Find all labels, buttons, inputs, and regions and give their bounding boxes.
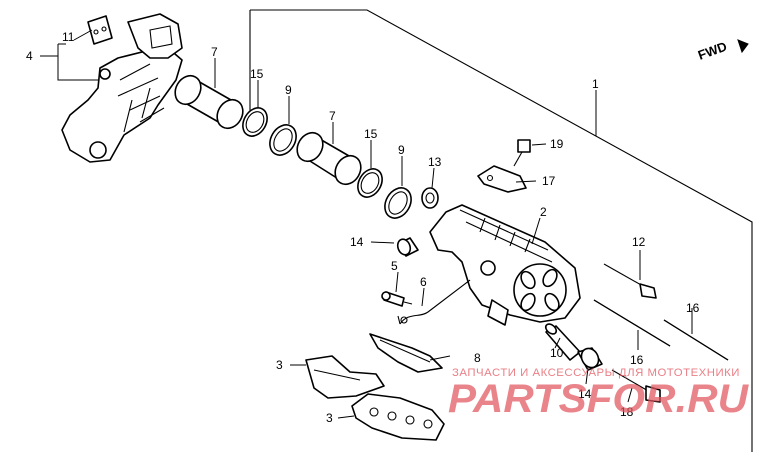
leader-lines — [40, 29, 693, 419]
callout-16-right: 16 — [686, 301, 700, 315]
piston-lower — [296, 131, 362, 186]
fwd-arrow-icon — [737, 39, 749, 54]
bolt-19 — [513, 139, 531, 167]
callout-14-lower: 14 — [578, 387, 592, 401]
piston-seal-upper — [242, 107, 268, 137]
caliper-piston-bore-face — [513, 263, 567, 317]
callout-labels: 4 11 7 15 9 7 15 9 13 1 19 17 2 14 5 6 1… — [26, 30, 700, 425]
piston-upper — [174, 74, 244, 130]
pad-spring-17 — [477, 165, 527, 193]
callout-1: 1 — [592, 77, 599, 91]
pin-boot-upper — [396, 237, 419, 257]
pad-pin-16-a — [593, 299, 671, 347]
watermark-brand: PARTSFOR.RU — [448, 377, 749, 421]
pad-shim — [369, 333, 443, 373]
callout-15-lower: 15 — [364, 127, 378, 141]
caliper-body — [429, 204, 581, 326]
bleeder-valve — [381, 291, 413, 307]
bleeder-cap — [421, 187, 439, 209]
piston-seal-lower — [357, 168, 383, 198]
brake-pad-upper — [305, 355, 385, 399]
callout-9-lower: 9 — [398, 143, 405, 157]
callout-12: 12 — [632, 235, 646, 249]
callout-5: 5 — [391, 259, 398, 273]
dust-seal-lower — [384, 187, 412, 219]
pad-pin-16-b — [663, 319, 729, 361]
fwd-direction-marker: FWD — [696, 39, 749, 63]
callout-8: 8 — [474, 351, 481, 365]
watermark: ЗАПЧАСТИ И АКСЕССУАРЫ ДЛЯ МОТОТЕХНИКИ PA… — [448, 367, 749, 421]
callout-10: 10 — [550, 346, 564, 360]
pin-boot-lower — [577, 347, 603, 371]
callout-2: 2 — [540, 205, 547, 219]
assembly-frame — [249, 9, 753, 452]
callout-7-lower: 7 — [329, 109, 336, 123]
callout-13: 13 — [428, 155, 442, 169]
callout-3-upper: 3 — [276, 358, 283, 372]
spring-clip — [397, 279, 471, 325]
fwd-label: FWD — [696, 39, 729, 63]
callout-15-upper: 15 — [250, 67, 264, 81]
callout-17: 17 — [542, 174, 556, 188]
dust-seal-upper — [269, 124, 297, 156]
callout-11: 11 — [62, 30, 75, 44]
callout-4: 4 — [26, 49, 33, 63]
watermark-tagline: ЗАПЧАСТИ И АКСЕССУАРЫ ДЛЯ МОТОТЕХНИКИ — [452, 367, 740, 379]
bracket-plate — [87, 15, 113, 45]
callout-6: 6 — [420, 275, 427, 289]
callout-7-upper: 7 — [211, 45, 218, 59]
callout-19: 19 — [550, 137, 564, 151]
callout-14-upper: 14 — [350, 235, 364, 249]
bolt-18 — [611, 369, 661, 403]
pin-bolt-12 — [603, 263, 657, 299]
callout-18: 18 — [620, 405, 634, 419]
callout-9-upper: 9 — [285, 83, 292, 97]
callout-16-left: 16 — [630, 353, 644, 367]
caliper-bracket — [61, 13, 183, 163]
callout-3-lower: 3 — [326, 411, 333, 425]
brake-pad-lower — [351, 393, 445, 441]
